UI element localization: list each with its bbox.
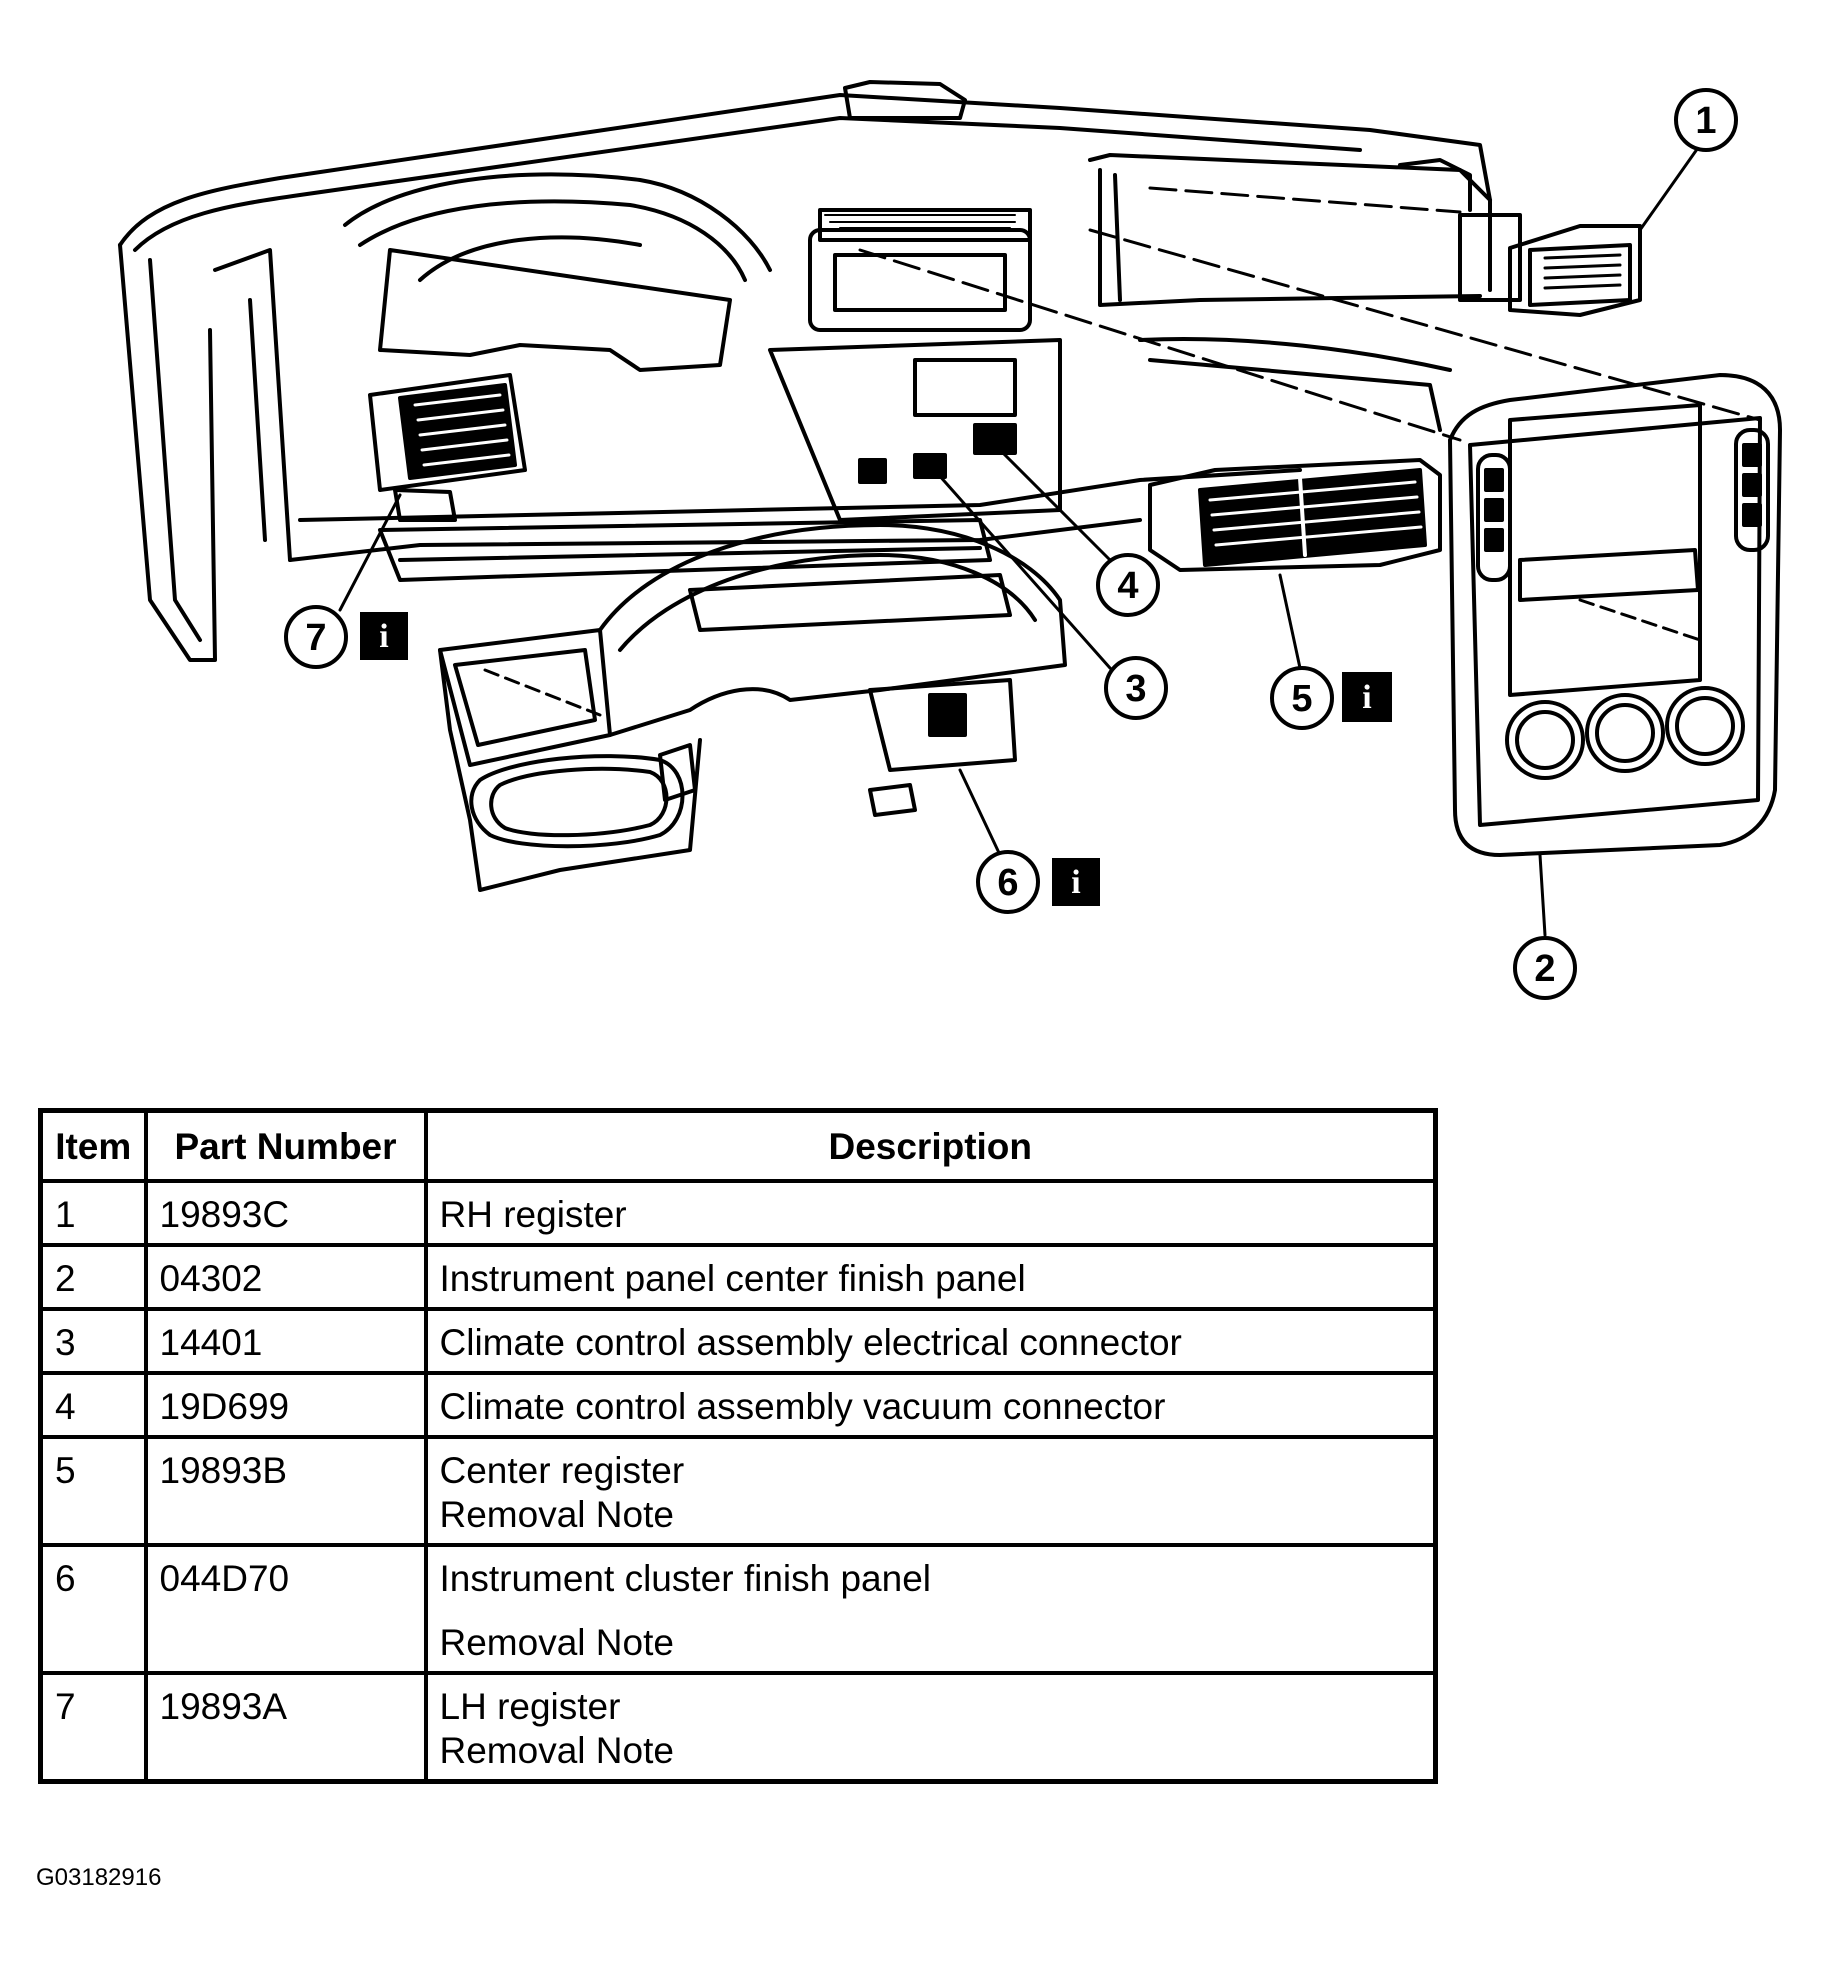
leader-line-4 — [993, 443, 1112, 562]
info-icon-letter: i — [379, 618, 388, 655]
description-text: LH register — [439, 1686, 621, 1727]
column-header-item: Item — [38, 1108, 148, 1183]
callout-label: 1 — [1695, 100, 1716, 142]
part-number-cell: 14401 — [143, 1307, 428, 1375]
callout-3: 3 — [1104, 656, 1168, 720]
part-number-cell: 19893B — [143, 1435, 428, 1547]
part-number-cell: 04302 — [143, 1243, 428, 1311]
removal-note-link[interactable]: Removal Note — [439, 1730, 674, 1771]
info-icon — [1342, 672, 1392, 722]
callout-7: 7 i — [284, 605, 408, 669]
removal-note-link[interactable]: Removal Note — [439, 1494, 674, 1535]
callout-2: 2 — [1513, 936, 1577, 1000]
callout-5: 5 i — [1270, 666, 1392, 730]
callout-6: 6 i — [976, 850, 1100, 914]
lh-register — [368, 373, 527, 522]
table-header-row: Item Part Number Description — [38, 1108, 1438, 1183]
item-cell: 4 — [38, 1371, 148, 1439]
description-text: Climate control assembly electrical conn… — [439, 1322, 1182, 1363]
instrument-cluster-hood — [343, 172, 772, 372]
rh-register — [1508, 224, 1642, 317]
description-text: Instrument panel center finish panel — [439, 1258, 1026, 1299]
description-cell: Instrument cluster finish panel Removal … — [423, 1543, 1438, 1675]
instrument-cluster-finish-panel — [438, 523, 1067, 892]
lh-lower-panel — [378, 518, 992, 582]
description-cell: Instrument panel center finish panel — [423, 1243, 1438, 1311]
table-row: 5 19893B Center register Removal Note — [38, 1435, 1438, 1547]
info-icon-letter: i — [1071, 864, 1080, 901]
leader-line-5 — [1278, 573, 1302, 670]
description-cell: LH register Removal Note — [423, 1671, 1438, 1784]
table-row: 4 19D699 Climate control assembly vacuum… — [38, 1371, 1438, 1439]
table-row: 6 044D70 Instrument cluster finish panel… — [38, 1543, 1438, 1675]
leader-line-2 — [1538, 853, 1547, 937]
callout-label: 7 — [305, 617, 326, 659]
description-text: Center register — [439, 1450, 685, 1491]
callout-label: 5 — [1291, 678, 1312, 720]
figure-id: G03182916 — [36, 1864, 162, 1891]
callout-label: 6 — [997, 862, 1018, 904]
instrument-panel-exploded-diagram: 1 2 3 4 5 i 6 i 7 i — [118, 80, 1782, 1000]
description-text: Instrument cluster finish panel — [439, 1558, 932, 1599]
center-finish-panel — [1448, 373, 1782, 857]
description-text: Climate control assembly vacuum connecto… — [439, 1386, 1166, 1427]
table-row: 1 19893C RH register — [38, 1179, 1438, 1247]
callout-4: 4 — [1096, 553, 1160, 617]
callout-label: 3 — [1125, 668, 1146, 710]
item-cell: 6 — [38, 1543, 148, 1675]
rh-end-vent — [1148, 186, 1522, 302]
item-cell: 7 — [38, 1671, 148, 1784]
description-text: RH register — [439, 1194, 627, 1235]
alignment-line — [858, 248, 1462, 442]
part-number-cell: 044D70 — [143, 1543, 428, 1675]
description-cell: Climate control assembly electrical conn… — [423, 1307, 1438, 1375]
center-stack — [768, 208, 1062, 522]
part-number-cell: 19893C — [143, 1179, 428, 1247]
column-header-description: Description — [423, 1108, 1438, 1183]
leader-line-7 — [338, 493, 402, 612]
part-number-cell: 19D699 — [143, 1371, 428, 1439]
description-cell: Climate control assembly vacuum connecto… — [423, 1371, 1438, 1439]
info-icon — [360, 612, 408, 660]
description-cell: RH register — [423, 1179, 1438, 1247]
leader-line-3 — [928, 463, 1112, 670]
callout-label: 4 — [1117, 565, 1138, 607]
instrument-panel-body — [118, 80, 1492, 662]
table-row: 7 19893A LH register Removal Note — [38, 1671, 1438, 1784]
item-cell: 1 — [38, 1179, 148, 1247]
column-header-part-number: Part Number — [143, 1108, 428, 1183]
callout-label: 2 — [1534, 948, 1555, 990]
callout-1: 1 — [1674, 88, 1738, 152]
info-icon-letter: i — [1362, 679, 1371, 716]
alignment-line — [1088, 228, 1762, 422]
leader-line-1 — [1638, 143, 1702, 232]
part-number-cell: 19893A — [143, 1671, 428, 1784]
item-cell: 3 — [38, 1307, 148, 1375]
item-cell: 5 — [38, 1435, 148, 1547]
table-row: 2 04302 Instrument panel center finish p… — [38, 1243, 1438, 1311]
parts-table: Item Part Number Description 1 19893C RH… — [38, 1108, 1438, 1784]
removal-note-link[interactable]: Removal Note — [439, 1622, 674, 1663]
table-row: 3 14401 Climate control assembly electri… — [38, 1307, 1438, 1375]
info-icon — [1052, 858, 1100, 906]
center-register — [1148, 458, 1442, 572]
leader-line-6 — [958, 768, 1002, 857]
item-cell: 2 — [38, 1243, 148, 1311]
description-cell: Center register Removal Note — [423, 1435, 1438, 1547]
